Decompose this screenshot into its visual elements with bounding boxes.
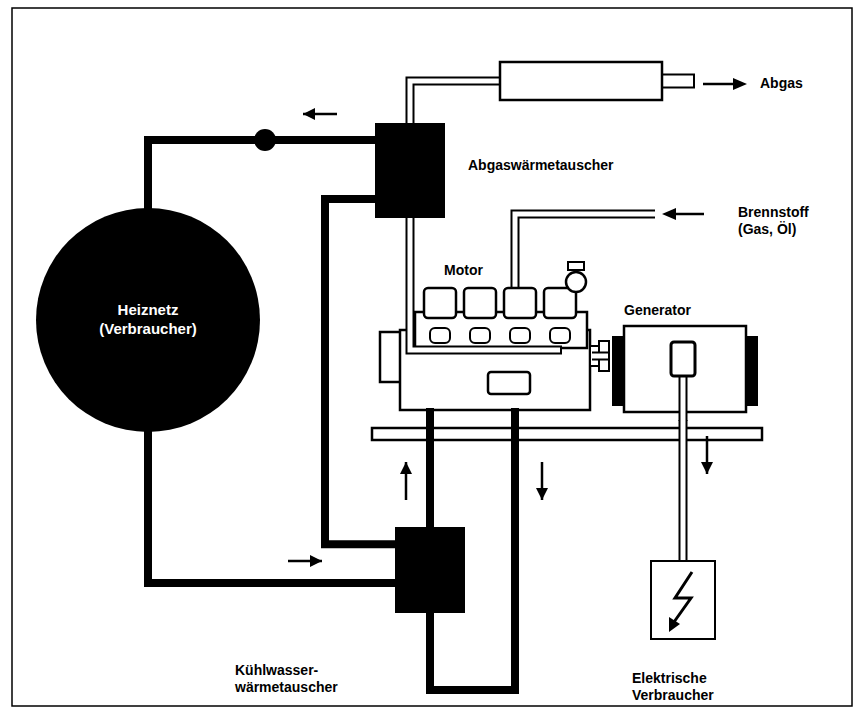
exhaust-pipe bbox=[410, 81, 500, 126]
generator: Generator bbox=[608, 302, 762, 420]
arrow-head bbox=[536, 488, 548, 500]
pump-dot bbox=[254, 129, 276, 151]
exhaust-pipe-inner bbox=[410, 81, 500, 126]
pipe-outline bbox=[406, 218, 415, 262]
node-label: Motor bbox=[444, 262, 483, 279]
flow-label: Brennstoff (Gas, Öl) bbox=[738, 204, 838, 238]
flow-arrow bbox=[703, 83, 735, 86]
port bbox=[550, 328, 570, 343]
valve-handle bbox=[568, 262, 584, 270]
heating-network-circle: Heiznetz (Verbraucher) bbox=[36, 208, 260, 432]
arrow-head bbox=[662, 208, 676, 220]
exhaust-heat-exchanger: Abgaswärmetauscher bbox=[375, 123, 445, 218]
flow-arrow bbox=[706, 436, 709, 474]
node-label: Elektrische Verbraucher bbox=[632, 670, 744, 704]
exhaust-manifold bbox=[410, 262, 562, 350]
cylinder bbox=[544, 288, 576, 318]
engine: Motor bbox=[398, 262, 592, 412]
node-label: Generator bbox=[624, 302, 691, 319]
pipe-outline bbox=[592, 352, 608, 361]
water-pipe bbox=[400, 412, 430, 527]
water-pipe bbox=[325, 199, 395, 544]
pipe-line bbox=[426, 412, 434, 527]
pipe-inner bbox=[408, 218, 413, 262]
port bbox=[470, 328, 490, 343]
base-plate bbox=[372, 428, 762, 440]
coupling bbox=[590, 346, 599, 366]
muffler-stub bbox=[660, 74, 695, 89]
water-pipe bbox=[148, 432, 395, 583]
pipe-inner bbox=[681, 420, 686, 560]
thin-pipe bbox=[592, 356, 608, 357]
flow-arrow bbox=[303, 113, 337, 116]
port bbox=[510, 328, 530, 343]
arrow-head bbox=[303, 108, 315, 120]
thin-pipe bbox=[410, 218, 411, 262]
engine-cover bbox=[488, 372, 530, 394]
muffler bbox=[500, 62, 662, 100]
flow-label: Abgas bbox=[760, 75, 803, 92]
engine-flange bbox=[380, 332, 402, 382]
fuel-pipe-inner bbox=[515, 214, 655, 298]
arrow-head bbox=[400, 462, 412, 474]
fuel-pipe bbox=[515, 214, 655, 298]
node-label: Kühlwasser- wärmetauscher bbox=[235, 662, 357, 696]
cylinder bbox=[504, 288, 536, 318]
flow-arrow bbox=[405, 462, 408, 500]
pipe-line bbox=[148, 140, 375, 208]
lightning-head bbox=[669, 617, 680, 632]
pipe-line bbox=[148, 432, 395, 583]
flow-arrow bbox=[541, 462, 544, 500]
terminal-box bbox=[671, 342, 695, 376]
arrow-head bbox=[701, 462, 713, 474]
water-pipe bbox=[148, 108, 375, 208]
arrow-head bbox=[310, 555, 322, 567]
arrow-head bbox=[733, 78, 747, 90]
exhaust-manifold-inner bbox=[410, 262, 560, 350]
node-label: Abgaswärmetauscher bbox=[468, 157, 614, 174]
pipe-inner bbox=[592, 354, 608, 359]
cylinder bbox=[424, 288, 456, 318]
electric-consumer-box: Elektrische Verbraucher bbox=[650, 560, 716, 640]
frame bbox=[12, 8, 852, 706]
carburettor bbox=[566, 272, 586, 292]
cable-inner bbox=[681, 372, 686, 423]
muffler-stub-inner bbox=[660, 76, 693, 87]
port bbox=[430, 328, 450, 343]
coupling bbox=[599, 341, 609, 371]
pipe-line bbox=[325, 199, 395, 544]
pipe-outline bbox=[679, 420, 688, 560]
lightning-symbol bbox=[674, 572, 692, 622]
thin-pipe bbox=[683, 420, 713, 560]
flow-arrow bbox=[288, 560, 322, 563]
node-label: Heiznetz (Verbraucher) bbox=[83, 301, 213, 339]
coolant-heat-exchanger: Kühlwasser- wärmetauscher bbox=[395, 527, 465, 613]
flow-arrow bbox=[674, 213, 704, 216]
cylinder bbox=[464, 288, 496, 318]
